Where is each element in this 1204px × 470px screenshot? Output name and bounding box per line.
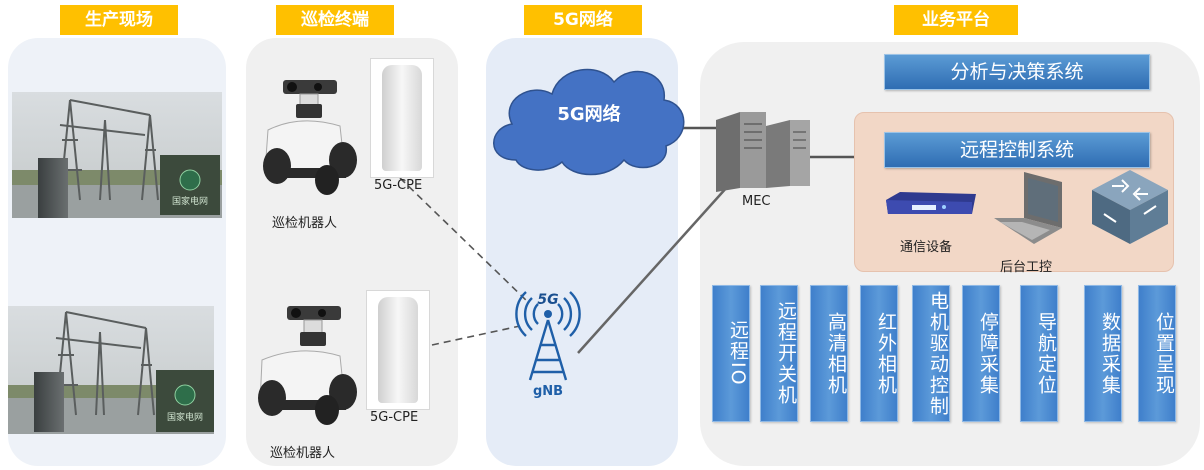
robot-label-bottom: 巡检机器人 bbox=[270, 446, 336, 461]
cloud-label: 5G网络 bbox=[557, 104, 621, 125]
comm-device-label: 通信设备 bbox=[900, 240, 953, 255]
cpe-label-top: 5G-CPE bbox=[374, 178, 423, 193]
analysis-system-bar: 分析与决策系统 bbox=[884, 54, 1150, 90]
module-box: 电机驱动控制 bbox=[912, 285, 950, 422]
module-box: 导航定位 bbox=[1020, 285, 1058, 422]
cpe-label-bottom: 5G-CPE bbox=[370, 410, 419, 425]
cpe-device-bottom bbox=[366, 290, 430, 410]
module-box: 远程IO bbox=[712, 285, 750, 422]
site-panel bbox=[8, 38, 226, 466]
mec-label: MEC bbox=[742, 194, 771, 209]
module-box: 红外相机 bbox=[860, 285, 898, 422]
module-box: 数据采集 bbox=[1084, 285, 1122, 422]
module-box: 停障采集 bbox=[962, 285, 1000, 422]
column-label-network: 5G网络 bbox=[524, 5, 642, 35]
module-box: 位置呈现 bbox=[1138, 285, 1176, 422]
tower-label: gNB bbox=[532, 384, 564, 399]
module-box: 高清相机 bbox=[810, 285, 848, 422]
column-label-site: 生产现场 bbox=[60, 5, 178, 35]
backend-label: 后台工控 bbox=[1000, 260, 1053, 275]
column-label-platform: 业务平台 bbox=[894, 5, 1018, 35]
column-label-terminal: 巡检终端 bbox=[276, 5, 394, 35]
cpe-device-top bbox=[370, 58, 434, 178]
robot-label-top: 巡检机器人 bbox=[272, 216, 338, 231]
remote-control-system-bar: 远程控制系统 bbox=[884, 132, 1150, 168]
module-box: 远程开关机 bbox=[760, 285, 798, 422]
tower-badge: 5G bbox=[537, 292, 559, 308]
